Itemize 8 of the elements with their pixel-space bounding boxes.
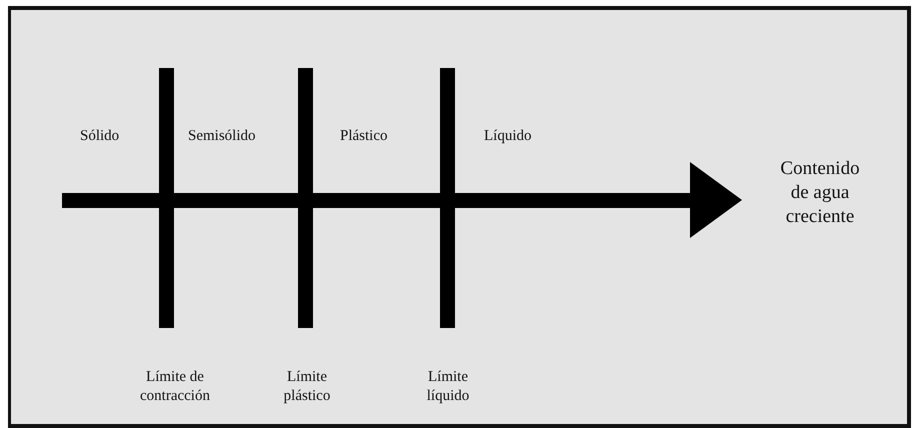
limit-label: Límite de contracción bbox=[139, 368, 211, 406]
state-label: Líquido bbox=[484, 127, 532, 146]
limit-label: Límite líquido bbox=[426, 368, 470, 406]
state-label: Sólido bbox=[80, 127, 120, 146]
axis-label: Contenido de agua creciente bbox=[779, 157, 861, 229]
limit-label: Límite plástico bbox=[282, 368, 332, 406]
state-label: Semisólido bbox=[188, 127, 257, 146]
state-label: Plástico bbox=[340, 127, 388, 146]
